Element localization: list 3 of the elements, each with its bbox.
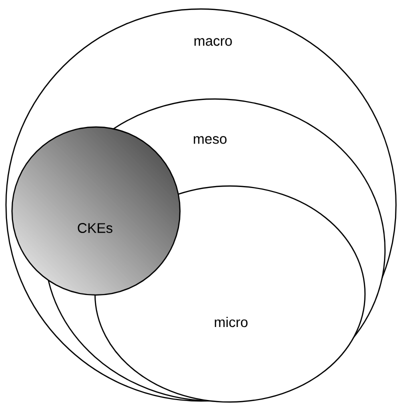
circle-region: CKEs — [11, 126, 181, 296]
node-label: micro — [214, 316, 248, 328]
node-label: meso — [194, 136, 227, 144]
